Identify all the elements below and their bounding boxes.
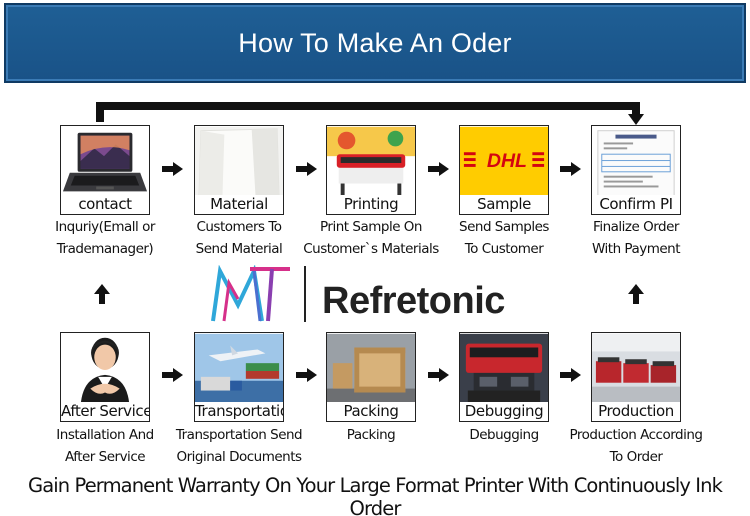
feedback-connector-left (96, 102, 104, 122)
caption-line: Trademanager) (56, 241, 154, 257)
step-caption-packing: Packing (296, 424, 446, 446)
step-label: After Service (61, 402, 150, 421)
step-after-service: After Service (60, 332, 150, 422)
step-caption-production: Production According To Order (561, 424, 711, 468)
step-contact: contact (60, 125, 150, 215)
dhl-logo-icon: DHL (460, 126, 548, 200)
logo-divider (304, 266, 306, 322)
step-printing: Printing (326, 125, 416, 215)
step-caption-sample: Send Samples To Customer (429, 216, 579, 260)
brand-name: Refretonic (322, 279, 505, 322)
title-banner: How To Make An Oder (4, 3, 746, 83)
feedback-connector-right (632, 102, 640, 116)
transport-icon (195, 333, 283, 407)
support-agent-icon (61, 333, 149, 407)
right-arrow-icon (428, 368, 450, 382)
caption-line: Debugging (469, 427, 539, 443)
caption-line: To Order (609, 449, 663, 465)
step-confirm-pi: Confirm PI (591, 125, 681, 215)
right-arrow-icon (296, 162, 318, 176)
step-label: Material (195, 195, 283, 214)
invoice-document-icon (592, 126, 680, 200)
step-caption-contact: Inquriy(Emall or Trademanager) (30, 216, 180, 260)
step-label: Sample (460, 195, 548, 214)
step-packing: Packing (326, 332, 416, 422)
step-caption-printing: Print Sample On Customer`s Materials (296, 216, 446, 260)
caption-line: Customer`s Materials (303, 241, 439, 257)
step-transportation: Transportation (194, 332, 284, 422)
caption-line: Send Material (195, 241, 283, 257)
step-label: Transportation (195, 402, 283, 421)
caption-line: Inquriy(Emall or (55, 219, 155, 235)
caption-line: To Customer (464, 241, 544, 257)
brand-monogram-logo (211, 265, 290, 322)
caption-line: Send Samples (459, 219, 549, 235)
printer-machine-icon (460, 333, 548, 407)
right-arrow-icon (560, 162, 582, 176)
step-label: Packing (327, 402, 415, 421)
step-caption-confirm-pi: Finalize Order With Payment (561, 216, 711, 260)
caption-line: Print Sample On (320, 219, 422, 235)
step-caption-after-service: Installation And After Service (30, 424, 180, 468)
header: How To Make An Oder (0, 0, 750, 88)
up-arrow-icon (628, 284, 644, 304)
brand-wordmark: Refretonic (322, 278, 552, 324)
step-production: Production (591, 332, 681, 422)
caption-line: Production According (569, 427, 703, 443)
caption-line: Finalize Order (593, 219, 679, 235)
wooden-crate-icon (327, 333, 415, 407)
factory-floor-icon (592, 333, 680, 407)
page-title: How To Make An Oder (238, 27, 512, 58)
up-arrow-icon (94, 284, 110, 304)
step-label: Confirm PI (592, 195, 680, 214)
step-material: Material (194, 125, 284, 215)
caption-line: After Service (64, 449, 146, 465)
step-sample: DHL Sample (459, 125, 549, 215)
right-arrow-icon (428, 162, 450, 176)
step-caption-debugging: Debugging (429, 424, 579, 446)
right-arrow-icon (162, 368, 184, 382)
step-debugging: Debugging (459, 332, 549, 422)
caption-line: Original Documents (176, 449, 302, 465)
svg-text:DHL: DHL (487, 150, 527, 172)
step-label: Printing (327, 195, 415, 214)
printer-icon (327, 126, 415, 200)
fabric-roll-icon (195, 126, 283, 200)
right-arrow-icon (162, 162, 184, 176)
caption-line: With Payment (591, 241, 681, 257)
footer-tagline: Gain Permanent Warranty On Your Large Fo… (28, 474, 723, 516)
caption-line: Transportation Send (175, 427, 303, 443)
down-arrow-icon (628, 114, 644, 125)
feedback-connector (96, 102, 640, 110)
caption-line: Customers To (196, 219, 282, 235)
step-label: contact (61, 195, 149, 214)
caption-line: Installation And (56, 427, 154, 443)
right-arrow-icon (296, 368, 318, 382)
step-label: Production (592, 402, 680, 421)
right-arrow-icon (560, 368, 582, 382)
laptop-icon (61, 126, 149, 200)
step-label: Debugging (460, 402, 548, 421)
step-caption-material: Customers To Send Material (164, 216, 314, 260)
step-caption-transportation: Transportation Send Original Documents (164, 424, 314, 468)
caption-line: Packing (346, 427, 396, 443)
